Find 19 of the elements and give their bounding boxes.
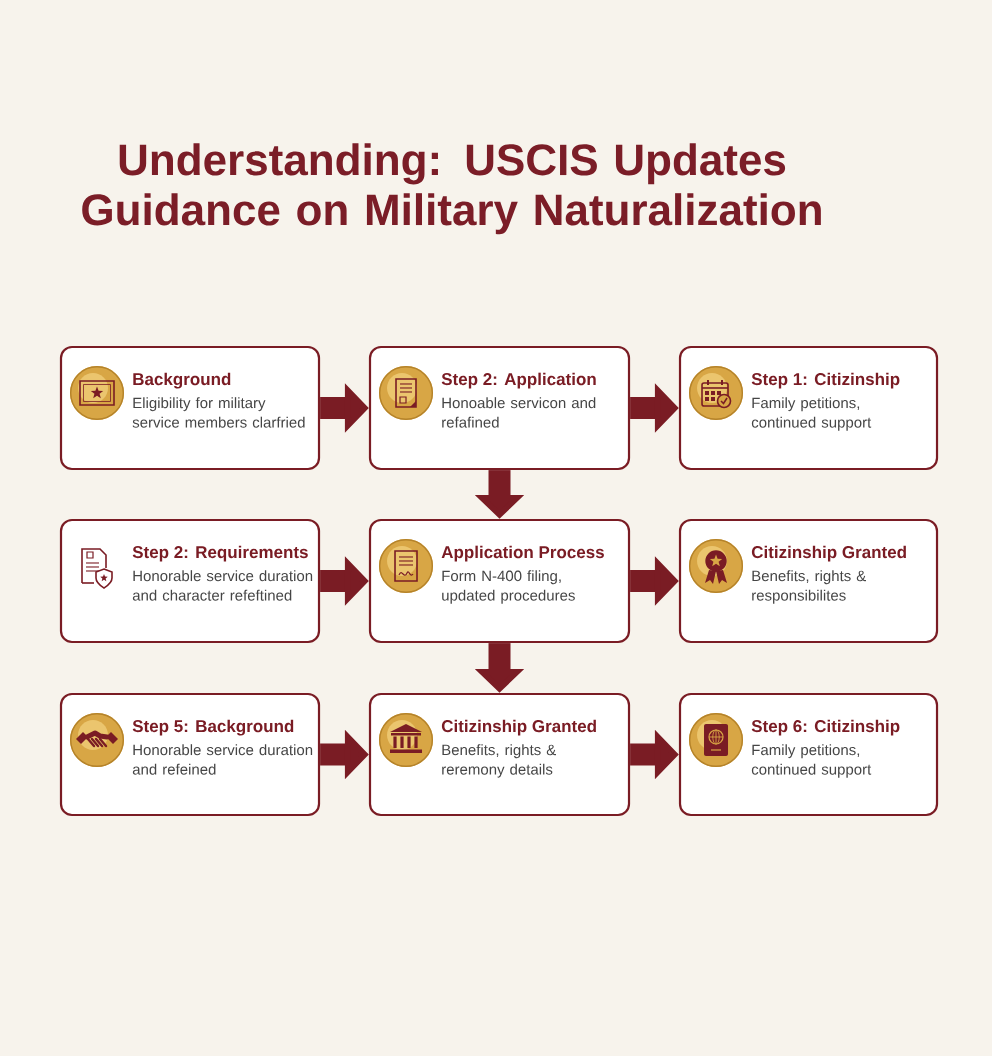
step-heading: Citizinship Granted	[751, 545, 906, 562]
step-text: Honorable service duration and character refeftined	[132, 570, 313, 601]
step-heading: Step 5: Background	[132, 719, 294, 736]
step-text: Benefits, rights & responsibilites	[752, 570, 866, 604]
step-heading: Step 2: Application	[441, 372, 596, 389]
step-heading: Step 6: Citizinship	[751, 719, 900, 736]
step-heading: Citizinship Granted	[441, 719, 596, 736]
step-text: Family petitions, continued support	[751, 744, 872, 778]
step-heading: Step 2: Requirements	[132, 545, 308, 562]
step-heading: Application Process	[441, 545, 604, 562]
step-text: Family petitions, continued support	[751, 397, 872, 431]
step-text: Honorable service duration and refeined	[132, 744, 313, 775]
step-text: Honoable servicon and refafined	[442, 397, 596, 428]
step-heading: Background	[133, 372, 231, 389]
step-heading: Step 1: Citizinship	[751, 372, 900, 389]
step-text: Benefits, rights & reremony details	[442, 744, 556, 778]
step-text: Form N-400 filing, updated procedures	[442, 570, 575, 604]
title: Understanding: USCIS Updates Guidance on Military Naturalization	[82, 143, 821, 235]
step-text: Eligibility for military service members clarfried	[132, 397, 305, 428]
